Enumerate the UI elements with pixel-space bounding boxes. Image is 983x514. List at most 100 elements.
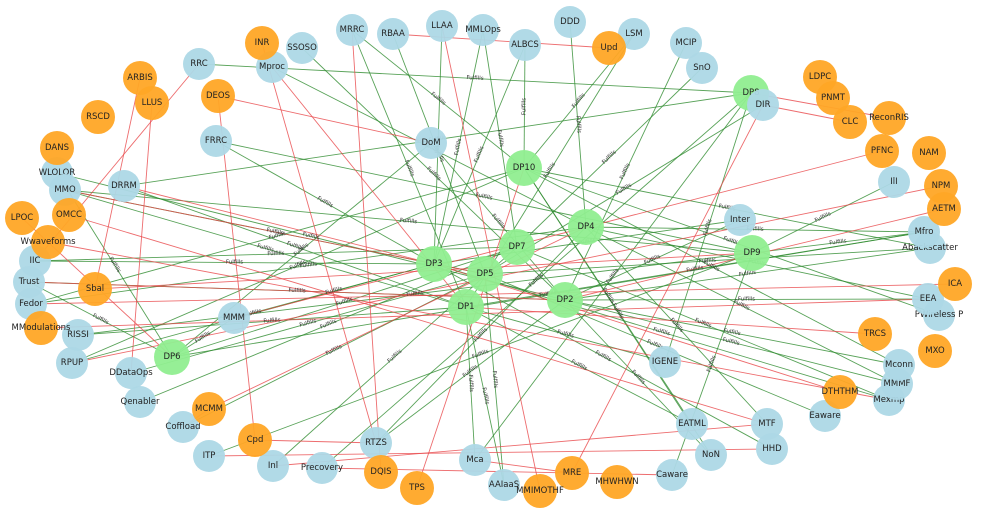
node-dp4[interactable]: DP4 [568, 209, 604, 245]
edge-label-fulfills: Fulfills [425, 166, 442, 182]
node-npm[interactable]: NPM [924, 169, 958, 203]
node-cpd[interactable]: Cpd [238, 423, 272, 457]
node-rbaa[interactable]: RBAA [377, 18, 409, 50]
node-ddataops[interactable]: DDataOps [109, 357, 153, 389]
fulfills-edge-dp8-igene [664, 92, 752, 363]
node-sbal[interactable]: Sbal [78, 272, 112, 306]
edge-label-fulfills: Fulfills [387, 348, 404, 364]
node-eatml[interactable]: EATML [676, 408, 708, 440]
fulfills-edge-dp10-pwireless-p [523, 167, 940, 316]
node-rscd[interactable]: RSCD [81, 100, 115, 134]
node-mrrc[interactable]: MRRC [336, 14, 368, 46]
node-deos[interactable]: DEOS [201, 79, 235, 113]
node-pfnc[interactable]: PFNC [865, 134, 899, 168]
node-nam[interactable]: NAM [912, 136, 946, 170]
edge-label-fulfills: Fulfills [91, 313, 109, 326]
node-aaiaas[interactable]: AAIaaS [488, 469, 520, 501]
node-rpup[interactable]: RPUP [56, 347, 88, 379]
node-mre[interactable]: MRE [555, 456, 589, 490]
node-itp[interactable]: ITP [193, 440, 225, 472]
node-rrc[interactable]: RRC [183, 48, 215, 80]
edge-label-fulfills: Fulfills [471, 349, 489, 361]
node-dp1[interactable]: DP1 [448, 289, 484, 325]
fulfills-edge-dp8-precovery [321, 92, 752, 469]
node-dir[interactable]: DIR [747, 89, 779, 121]
node-circle [803, 60, 837, 94]
node-trcs[interactable]: TRCS [858, 317, 892, 351]
node-ldpc[interactable]: LDPC [803, 60, 837, 94]
node-circle [286, 32, 318, 64]
node-ili[interactable]: IlI [878, 166, 910, 198]
edge-label-fulfills: Fulfills [746, 226, 763, 232]
constraint-edge-itp-hhd [208, 448, 773, 457]
edge-label-fulfills: Fulfills [289, 259, 307, 271]
node-mhwhwn[interactable]: MHWHWN [595, 465, 639, 499]
node-dqis[interactable]: DQIS [364, 455, 398, 489]
node-mconn[interactable]: Mconn [883, 349, 915, 381]
node-circle [912, 136, 946, 170]
node-qenabler[interactable]: Qenabler [121, 386, 161, 418]
node-caware[interactable]: Caware [656, 459, 688, 491]
edge-label-fulfills: Fulfills [300, 261, 318, 269]
node-dp10[interactable]: DP10 [506, 150, 542, 186]
node-mmlops[interactable]: MMLOps [465, 14, 501, 46]
node-circle [415, 127, 447, 159]
node-circle [78, 272, 112, 306]
node-mtf[interactable]: MTF [751, 408, 783, 440]
node-mmodulations[interactable]: MModulations [12, 311, 72, 345]
fulfills-edge-dp8-rrc [198, 63, 752, 94]
node-reconris[interactable]: ReconRIS [869, 101, 909, 135]
node-circle [115, 357, 147, 389]
fulfills-edge-dp10-eatml [523, 167, 693, 425]
constraint-edge-upd-rbaa [392, 33, 610, 49]
edge-label-fulfills: Fulfills [652, 327, 670, 338]
node-dp6[interactable]: DP6 [154, 339, 190, 375]
edge-label-fulfills: Fulfills [703, 218, 714, 236]
node-frrc[interactable]: FRRC [200, 125, 232, 157]
fulfills-edge-dp3-albcs [433, 44, 526, 265]
node-upd[interactable]: Upd [592, 31, 626, 65]
node-sno[interactable]: SnO [686, 52, 718, 84]
node-tps[interactable]: TPS [400, 471, 434, 505]
node-ddd[interactable]: DDD [554, 6, 586, 38]
fulfills-edge-dp4-rtzs [375, 226, 587, 444]
edge-label-fulfills: Fulfills [496, 130, 505, 148]
node-llus[interactable]: LLUS [135, 86, 169, 120]
edge-label-fulfills: Fulfills [266, 227, 284, 236]
node-mxo[interactable]: MXO [918, 334, 952, 368]
node-dp3[interactable]: DP3 [416, 246, 452, 282]
node-albcs[interactable]: ALBCS [509, 29, 541, 61]
node-circle [554, 6, 586, 38]
node-mmm[interactable]: MMM [218, 302, 250, 334]
node-dom[interactable]: DoM [415, 127, 447, 159]
node-rtzs[interactable]: RTZS [360, 427, 392, 459]
edge-label-fulfills: Fulfills [686, 265, 704, 274]
node-inter[interactable]: Inter [724, 204, 756, 236]
fulfills-edge-dp7-mexmp [516, 246, 890, 401]
node-dp9[interactable]: DP9 [734, 235, 770, 271]
node-mca[interactable]: Mca [459, 444, 491, 476]
node-precovery[interactable]: Precovery [301, 452, 343, 484]
node-ssoso[interactable]: SSOSO [286, 32, 318, 64]
node-llaa[interactable]: LLAA [426, 10, 458, 42]
node-rissi[interactable]: RISSI [62, 319, 94, 351]
node-dp7[interactable]: DP7 [499, 229, 535, 265]
constraint-edge-mre-dir [571, 104, 764, 474]
node-dp5[interactable]: DP5 [467, 256, 503, 292]
node-dans[interactable]: DANS [40, 131, 74, 165]
edge-label-fulfills: Fulfills [299, 318, 317, 328]
node-mcmm[interactable]: MCMM [192, 392, 226, 426]
fulfills-edge-dp9-frrc [215, 140, 753, 254]
node-dp2[interactable]: DP2 [547, 282, 583, 318]
fulfills-edge-dp5-abackscatter [484, 247, 931, 275]
node-igene[interactable]: IGENE [649, 346, 681, 378]
node-lpoc[interactable]: LPOC [5, 201, 39, 235]
edge-label-fulfills: Fulfills [467, 375, 474, 393]
node-non[interactable]: NoN [695, 439, 727, 471]
edge-label-fulfills: Fulfills [480, 387, 490, 405]
edge-label-fulfills: Fulfills [814, 211, 832, 224]
node-inr[interactable]: INR [245, 26, 279, 60]
node-ica[interactable]: ICA [938, 267, 972, 301]
node-omcc[interactable]: OMCC [52, 198, 86, 232]
node-drrm[interactable]: DRRM [108, 170, 140, 202]
